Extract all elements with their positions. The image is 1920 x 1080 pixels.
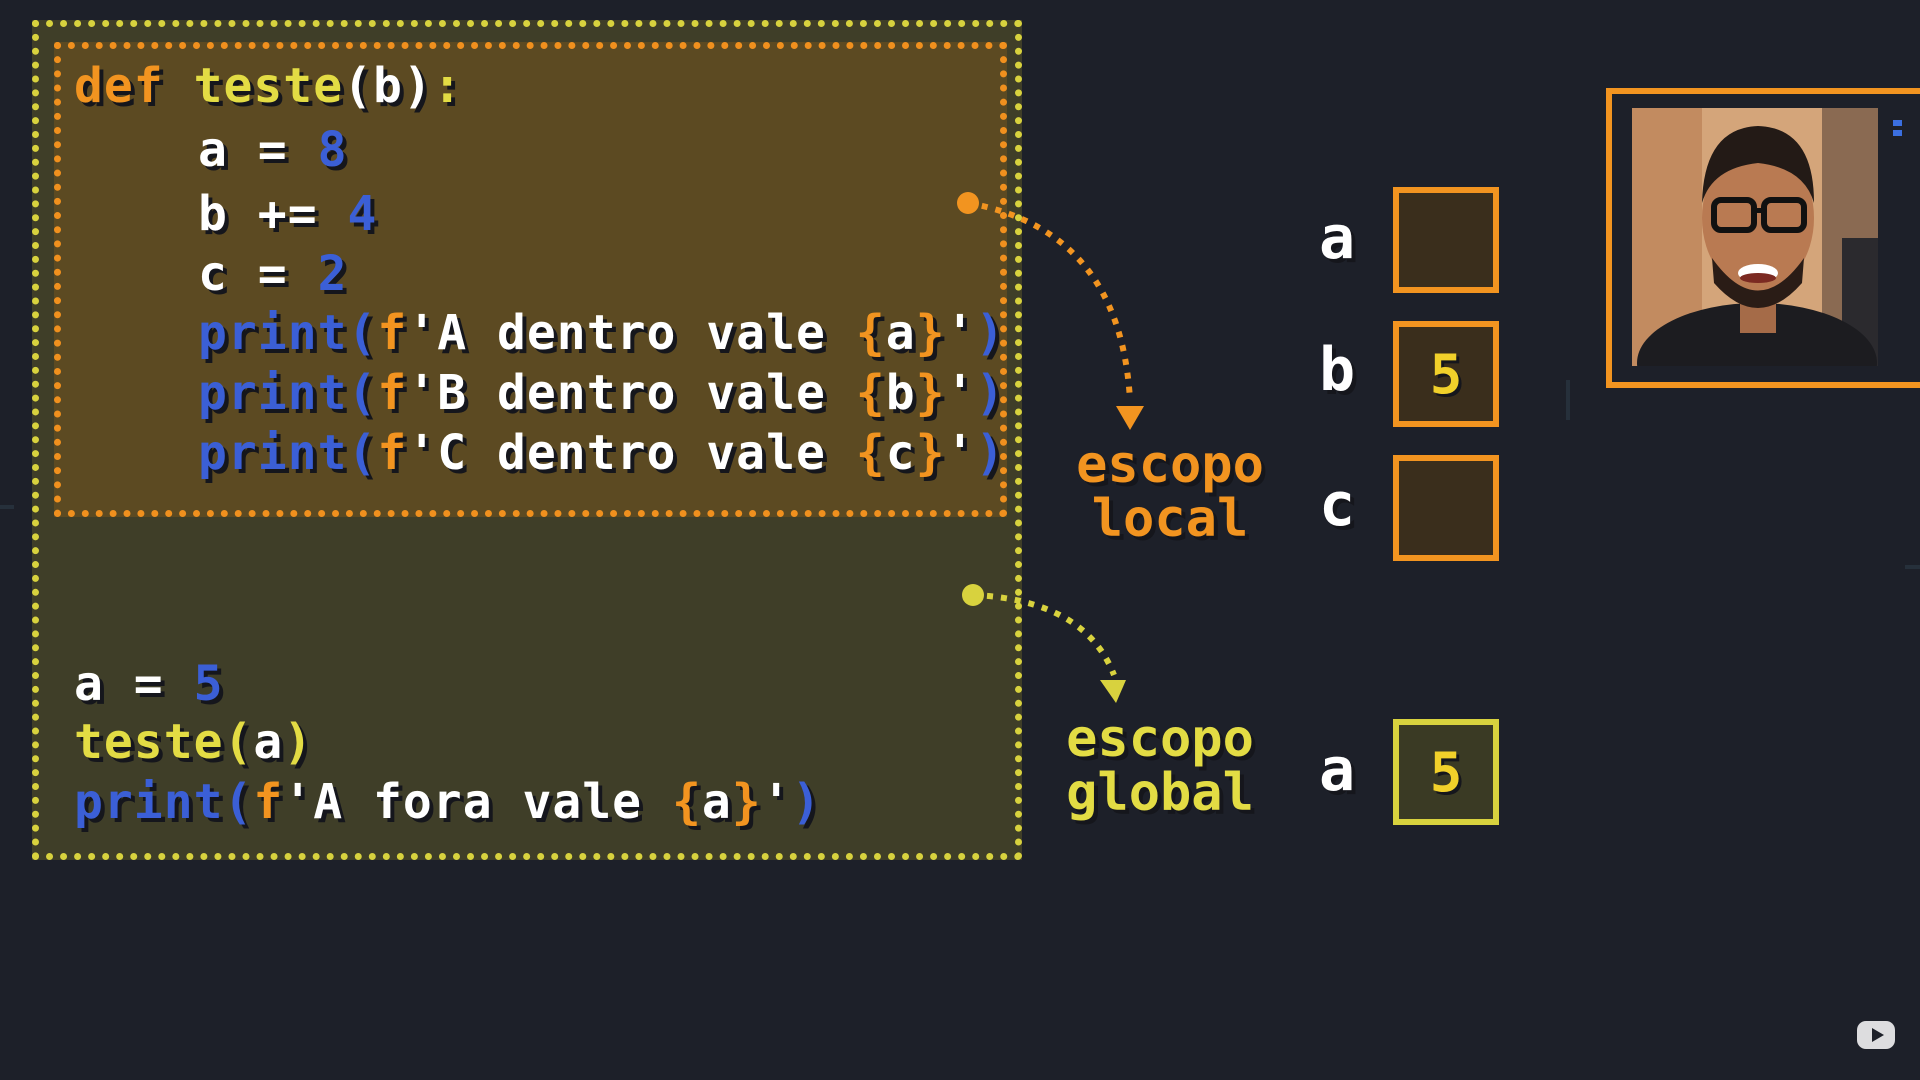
code-token-prefix: f bbox=[377, 425, 408, 481]
code-token-func: ) bbox=[283, 714, 314, 770]
global-code-line: teste(a) bbox=[74, 714, 313, 770]
global-scope-label: escopo global bbox=[1040, 712, 1280, 820]
code-token-func: : bbox=[432, 58, 463, 114]
code-token-builtin: print( bbox=[198, 305, 378, 361]
webcam-indicator-icon bbox=[1893, 120, 1902, 140]
background-line bbox=[1566, 380, 1570, 420]
global-scope-label-line1: escopo bbox=[1066, 709, 1254, 769]
local-arrow-line bbox=[967, 200, 1133, 401]
code-token-text: (b) bbox=[343, 58, 433, 114]
local-var-b-value: 5 bbox=[1429, 342, 1463, 406]
code-token-func: teste( bbox=[74, 714, 254, 770]
code-token-prefix: f bbox=[377, 365, 408, 421]
code-token-text: a = bbox=[198, 122, 318, 178]
code-token-brace: { bbox=[855, 425, 886, 481]
global-scope-label-line2: global bbox=[1066, 763, 1254, 823]
local-var-c-box bbox=[1393, 455, 1499, 561]
local-var-a-name: a bbox=[1318, 203, 1356, 273]
local-code-line: print(f'C dentro vale {c}') bbox=[198, 425, 1005, 481]
local-code-line: print(f'B dentro vale {b}') bbox=[198, 365, 1005, 421]
code-token-builtin: ) bbox=[975, 305, 1006, 361]
code-token-text: b += bbox=[198, 186, 348, 242]
code-token-text: 'B dentro vale bbox=[407, 365, 856, 421]
code-token-text: 'A fora vale bbox=[283, 774, 672, 830]
local-scope-panel bbox=[54, 42, 1007, 517]
code-token-builtin: print( bbox=[74, 774, 254, 830]
presenter-webcam bbox=[1632, 108, 1878, 366]
code-token-keyword: def bbox=[74, 58, 194, 114]
code-token-builtin: ) bbox=[975, 365, 1006, 421]
code-token-number: 4 bbox=[347, 186, 378, 242]
local-var-b-name: b bbox=[1318, 335, 1356, 405]
code-token-builtin: print( bbox=[198, 425, 378, 481]
local-var-a-box bbox=[1393, 187, 1499, 293]
local-var-b-box: 5 bbox=[1393, 321, 1499, 427]
code-token-text: 'C dentro vale bbox=[407, 425, 856, 481]
code-token-brace: { bbox=[671, 774, 702, 830]
code-token-number: 2 bbox=[317, 246, 348, 302]
global-code-line: print(f'A fora vale {a}') bbox=[74, 774, 822, 830]
code-token-number: 5 bbox=[193, 656, 224, 712]
local-scope-label-line2: local bbox=[1091, 489, 1249, 549]
local-scope-label: escopo local bbox=[1050, 438, 1290, 546]
play-logo-icon[interactable] bbox=[1856, 1020, 1896, 1050]
code-token-text: c bbox=[885, 425, 916, 481]
code-token-text: c = bbox=[198, 246, 318, 302]
code-token-brace: } bbox=[915, 425, 946, 481]
global-arrow-head bbox=[1100, 680, 1126, 703]
local-scope-label-line1: escopo bbox=[1076, 435, 1264, 495]
code-token-text: ' bbox=[945, 305, 976, 361]
code-token-brace: { bbox=[855, 365, 886, 421]
global-var-a-value: 5 bbox=[1429, 740, 1463, 804]
code-token-builtin: ) bbox=[975, 425, 1006, 481]
code-token-brace: } bbox=[915, 305, 946, 361]
code-token-number: 8 bbox=[317, 122, 348, 178]
code-token-text: ' bbox=[945, 365, 976, 421]
code-token-text: ' bbox=[761, 774, 792, 830]
local-code-line: b += 4 bbox=[198, 186, 377, 242]
presenter-illustration bbox=[1632, 108, 1878, 366]
code-token-text: a bbox=[253, 714, 284, 770]
code-token-prefix: f bbox=[377, 305, 408, 361]
local-code-line: def teste(b): bbox=[74, 58, 463, 114]
global-var-a-name: a bbox=[1318, 735, 1356, 805]
code-token-builtin: print( bbox=[198, 365, 378, 421]
global-var-a-box: 5 bbox=[1393, 719, 1499, 825]
local-var-c-name: c bbox=[1318, 470, 1356, 540]
local-code-line: a = 8 bbox=[198, 122, 348, 178]
code-token-text: ' bbox=[945, 425, 976, 481]
global-arrow-line bbox=[972, 592, 1117, 677]
code-token-brace: } bbox=[915, 365, 946, 421]
local-code-line: c = 2 bbox=[198, 246, 348, 302]
background-line bbox=[1905, 565, 1920, 569]
code-token-builtin: ) bbox=[791, 774, 822, 830]
code-token-text: a bbox=[701, 774, 732, 830]
code-token-text: 'A dentro vale bbox=[407, 305, 856, 361]
local-arrow-head bbox=[1116, 406, 1144, 430]
code-token-prefix: f bbox=[253, 774, 284, 830]
code-token-text: b bbox=[885, 365, 916, 421]
code-token-text: a = bbox=[74, 656, 194, 712]
code-token-func: teste bbox=[193, 58, 344, 114]
background-line bbox=[0, 505, 14, 509]
local-code-line: print(f'A dentro vale {a}') bbox=[198, 305, 1005, 361]
global-code-line: a = 5 bbox=[74, 656, 224, 712]
code-token-brace: } bbox=[731, 774, 762, 830]
code-token-text: a bbox=[885, 305, 916, 361]
code-token-brace: { bbox=[855, 305, 886, 361]
